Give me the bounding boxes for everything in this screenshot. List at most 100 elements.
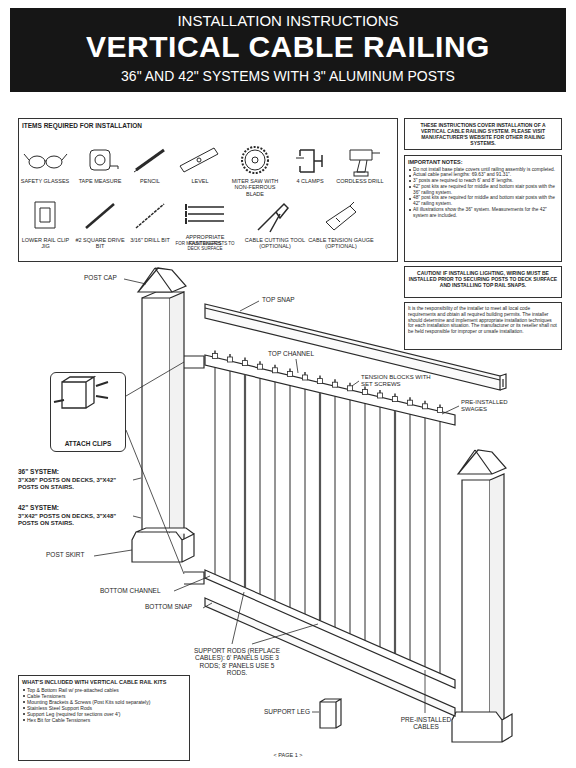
tool-label: CORDLESS DRILL	[335, 178, 385, 184]
tension-block	[423, 404, 428, 409]
cable	[335, 396, 336, 627]
important-notes-box: IMPORTANT NOTES:Do not install base plat…	[404, 155, 562, 262]
tension-block	[303, 375, 308, 380]
support-rod	[244, 375, 246, 588]
swage	[349, 383, 350, 386]
tool-label: CABLE TENSION GAUGE (OPTIONAL)	[308, 237, 374, 250]
swage	[229, 354, 230, 357]
part-label: TOP SNAP	[262, 296, 312, 303]
box-text: 3" posts are required to reach 6' and 8'…	[408, 178, 558, 184]
tension-block	[288, 371, 293, 376]
box-heading: ATTACH CLIPS	[54, 440, 122, 448]
part-label: BOTTOM CHANNEL	[100, 587, 174, 594]
box-text: 42" post kits are required for middle an…	[408, 184, 558, 196]
cable	[380, 407, 381, 647]
tool-label: TAPE MEASURE	[75, 178, 125, 184]
swage	[259, 361, 260, 364]
tape-measure	[90, 150, 118, 170]
top-snap	[205, 304, 506, 390]
tension-block	[258, 364, 263, 369]
box-heading: IMPORTANT NOTES:	[408, 159, 558, 166]
box-heading: ITEMS REQUIRED FOR INSTALLATION	[22, 122, 394, 130]
swage	[214, 350, 215, 353]
part-label: 3"X42" POSTS ON DECKS, 3"X48" POSTS ON S…	[18, 513, 133, 527]
swage	[334, 379, 335, 382]
cable-tension-gauge	[326, 202, 356, 230]
tension-block	[213, 353, 218, 358]
drive-bit	[86, 204, 114, 228]
cable	[365, 403, 366, 640]
part-label: TENSION BLOCKS WITH SET SCREWS	[361, 374, 431, 388]
tension-block	[393, 397, 398, 402]
clamp	[296, 150, 322, 172]
tool-label: LOWER RAIL CLIP JIG	[18, 237, 73, 250]
swage	[244, 358, 245, 361]
swage	[274, 365, 275, 368]
part-label: TOP CHANNEL	[268, 350, 328, 357]
tool-label: FOR MOUNTING POSTS TO DECK SURFACE	[172, 241, 238, 251]
box-heading: It is the responsibility of the installe…	[408, 306, 558, 335]
part-label: 3"X36" POSTS ON DECKS, 3"X42" POSTS ON S…	[18, 477, 133, 491]
part-label: SUPPORT LEG	[250, 708, 310, 715]
box-text: Hex Bit for Cable Tensioners	[22, 717, 186, 723]
level	[180, 148, 218, 172]
part-label: BOTTOM SNAP	[145, 603, 203, 610]
drill-bit	[136, 204, 164, 228]
safety-glasses	[24, 154, 67, 168]
cable	[260, 378, 261, 594]
tension-block	[318, 379, 323, 384]
box-heading: THESE INSTRUCTIONS COVER INSTALLATION OF…	[408, 122, 558, 146]
tool-label: SAFETY GLASSES	[20, 178, 70, 184]
part-label: 42" SYSTEM:	[18, 504, 133, 511]
part-label: POST CAP	[84, 274, 124, 281]
cable	[215, 367, 216, 574]
swage	[424, 401, 425, 404]
tension-block	[378, 393, 383, 398]
box-text: Stainless Steel Support Rods	[22, 705, 186, 711]
tension-block	[228, 357, 233, 362]
tool-label: LEVEL	[175, 178, 225, 184]
part-label: PRE-INSTALLED CABLES	[398, 716, 454, 731]
tool-label: 4 CLAMPS	[285, 178, 335, 184]
part-label: POST SKIRT	[46, 551, 94, 558]
swage	[409, 397, 410, 400]
page-number: < PAGE 1 >	[238, 752, 338, 758]
tension-block	[243, 361, 248, 366]
support-rod	[394, 411, 396, 654]
tool-label: 3/16" DRILL BIT	[125, 237, 175, 243]
clip-jig	[35, 202, 55, 228]
box-text: All illustrations show the 36" system. M…	[408, 207, 558, 219]
box-heading: WHAT'S INCLUDED WITH VERTICAL CABLE RAIL…	[22, 679, 186, 686]
part-label: PRE-INSTALLED SWAGES	[461, 399, 521, 413]
cordless-drill	[350, 150, 380, 176]
swage	[379, 390, 380, 393]
swage	[289, 368, 290, 371]
pencil	[134, 150, 164, 172]
scope-note-box: THESE INSTRUCTIONS COVER INSTALLATION OF…	[404, 118, 562, 150]
left-post	[132, 268, 204, 584]
fasteners	[186, 204, 224, 224]
box-text: Top & Bottom Rail w/ pre-attached cables	[22, 687, 186, 693]
tool-label: PENCIL	[125, 178, 175, 184]
right-post	[452, 450, 512, 742]
box-text: 48" post kits are required for middle an…	[408, 195, 558, 207]
swage	[304, 372, 305, 375]
header-text: 36" AND 42" SYSTEMS WITH 3" ALUMINUM POS…	[10, 68, 566, 84]
swage	[394, 394, 395, 397]
cable	[410, 414, 411, 660]
tool-label: #2 SQUARE DRIVE BIT	[72, 237, 128, 250]
tension-block	[333, 382, 338, 387]
part-label: 36" SYSTEM:	[18, 468, 133, 475]
tension-block	[348, 386, 353, 391]
cable	[290, 385, 291, 607]
box-text: Actual cable panel lengths: 69.63" and 9…	[408, 172, 558, 178]
box-text: Do not install base plate covers until r…	[408, 167, 558, 173]
cable	[350, 400, 351, 634]
cable	[275, 382, 276, 601]
miter-saw-blade	[242, 147, 268, 173]
tension-block	[408, 400, 413, 405]
cable	[230, 371, 231, 581]
box-text: Mounting Brackets & Screws (Post Kits so…	[22, 699, 186, 705]
